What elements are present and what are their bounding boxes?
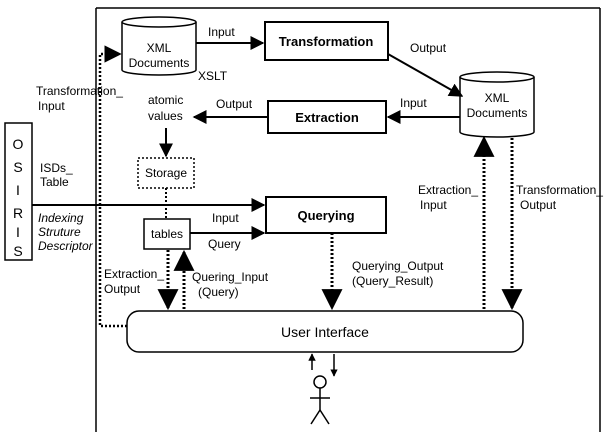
storage-label: Storage	[145, 166, 187, 180]
user-interface-label: User Interface	[281, 324, 369, 340]
system-frame	[95, 7, 601, 432]
querying-box: Querying	[265, 196, 387, 234]
xml-right-line1: XML	[485, 91, 510, 105]
transformation-box: Transformation	[264, 21, 389, 61]
osiris-letter-1: O	[13, 136, 24, 152]
user-interface-box: User Interface	[126, 310, 524, 353]
label-querying-output-2: (Query_Result)	[352, 274, 433, 288]
arrow-transformation-to-xml-right	[387, 53, 464, 97]
xml-left-line1: XML	[147, 41, 172, 55]
label-indexing-2: Struture	[38, 225, 81, 239]
label-isds-table-1: ISDs_	[40, 161, 73, 175]
osiris-letter-5: I	[16, 224, 20, 240]
dotted-arrows	[98, 45, 523, 328]
label-querying-input-2: (Query)	[198, 285, 239, 299]
osiris-letter-4: R	[13, 205, 23, 221]
label-transformation-output-2: Output	[520, 198, 557, 212]
extraction-label: Extraction	[295, 110, 359, 125]
label-transformation-input-1: Transformation_	[36, 84, 123, 98]
osiris-letter-3: I	[16, 182, 20, 198]
xml-documents-right-cylinder: XML Documents	[459, 71, 535, 138]
arrow-ui-to-xml-left	[98, 45, 127, 328]
solid-arrows	[32, 36, 464, 377]
label-indexing-3: Descriptor	[38, 239, 94, 253]
label-atomic-values-2: values	[148, 109, 183, 123]
osiris-box: O S I R I S	[4, 122, 33, 261]
label-query: Query	[208, 237, 241, 251]
label-input-extraction: Input	[400, 96, 427, 110]
label-transformation-input-2: Input	[38, 99, 65, 113]
storage-box: Storage	[137, 157, 195, 189]
querying-label: Querying	[297, 208, 354, 223]
tables-box: tables	[143, 218, 191, 250]
label-output-extraction: Output	[216, 97, 253, 111]
label-input-top: Input	[208, 25, 235, 39]
tables-label: tables	[151, 227, 183, 241]
label-extraction-input-2: Input	[420, 198, 447, 212]
label-output-top: Output	[410, 41, 447, 55]
label-isds-table-2: Table	[40, 175, 69, 189]
label-input-querying: Input	[212, 211, 239, 225]
user-figure-icon	[310, 375, 330, 425]
xml-right-line2: Documents	[467, 106, 528, 120]
label-querying-output-1: Querying_Output	[352, 259, 444, 273]
transformation-label: Transformation	[279, 34, 374, 49]
osiris-letter-2: S	[13, 159, 22, 175]
label-querying-input-1: Quering_Input	[192, 270, 269, 284]
label-indexing-1: Indexing	[38, 211, 84, 225]
label-xslt: XSLT	[198, 69, 228, 83]
label-transformation-output-1: Transformation_	[516, 183, 603, 197]
xml-documents-left-cylinder: XML Documents	[121, 16, 197, 76]
label-atomic-values-1: atomic	[148, 93, 183, 107]
osiris-letter-6: S	[13, 243, 22, 259]
label-extraction-output-2: Output	[104, 282, 141, 296]
extraction-box: Extraction	[267, 100, 387, 134]
label-extraction-output-1: Extraction_	[104, 267, 164, 281]
xml-left-line2: Documents	[129, 56, 190, 70]
label-extraction-input-1: Extraction_	[418, 183, 478, 197]
